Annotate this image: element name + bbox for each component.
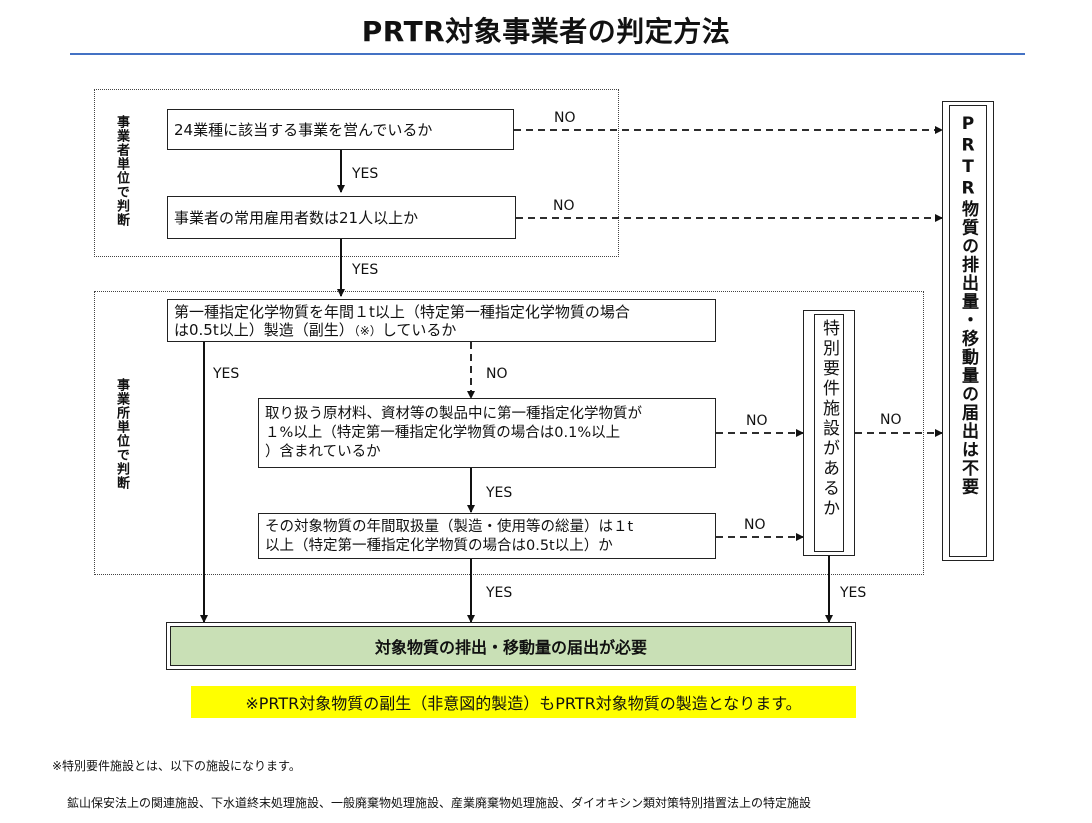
title-underline xyxy=(70,53,1025,55)
business-unit-group xyxy=(94,89,619,257)
page-title: PRTR対象事業者の判定方法 xyxy=(361,15,731,48)
result-not-required-text: PRTR物質の排出量・移動量の届出は不要 xyxy=(958,114,978,496)
q1-text: 24業種に該当する事業を営んでいるか xyxy=(174,120,433,139)
label-no-q4: NO xyxy=(746,413,768,429)
establishment-unit-label: 事業所単位で判断 xyxy=(114,378,129,490)
q2-text: 事業者の常用雇用者数は21人以上か xyxy=(174,208,419,227)
q4-text-line3: ）含まれているか xyxy=(265,444,381,460)
q5-text-line1: その対象物質の年間取扱量（製造・使用等の総量）は１t xyxy=(265,519,634,535)
label-no-q3: NO xyxy=(486,366,508,382)
q1-industry-node: 24業種に該当する事業を営んでいるか xyxy=(167,109,514,150)
special-facility-node: 特別要件施設があるか xyxy=(803,310,855,556)
q5-handling-node: その対象物質の年間取扱量（製造・使用等の総量）は１t 以上（特定第一種指定化学物… xyxy=(258,513,716,559)
label-no-q5: NO xyxy=(744,517,766,533)
label-yes-q4: YES xyxy=(486,485,513,501)
q4-content-node: 取り扱う原材料、資材等の製品中に第一種指定化学物質が １%以上（特定第一種指定化… xyxy=(258,398,716,468)
q3-text-line2b: しているか xyxy=(381,321,457,339)
label-no-q1: NO xyxy=(554,110,576,126)
q5-text-line2: 以上（特定第一種指定化学物質の場合は0.5t以上）か xyxy=(265,538,613,554)
label-yes-special: YES xyxy=(840,585,867,601)
special-facility-text: 特別要件施設があるか xyxy=(819,319,839,519)
establishment-unit-group xyxy=(94,291,924,575)
label-no-q2: NO xyxy=(553,198,575,214)
note-text: ※PRTR対象物質の副生（非意図的製造）もPRTR対象物質の製造となります。 xyxy=(245,694,802,713)
note-banner: ※PRTR対象物質の副生（非意図的製造）もPRTR対象物質の製造となります。 xyxy=(191,686,856,718)
q3-text-line1: 第一種指定化学物質を年間１t以上（特定第一種指定化学物質の場合 xyxy=(174,303,630,321)
q3-text-line2a: は0.5t以上）製造（副生） xyxy=(174,321,354,339)
label-yes-q1: YES xyxy=(352,166,379,182)
business-unit-label: 事業者単位で判断 xyxy=(114,115,129,227)
q2-employees-node: 事業者の常用雇用者数は21人以上か xyxy=(167,196,516,239)
result-not-required: PRTR物質の排出量・移動量の届出は不要 xyxy=(942,101,994,561)
q4-text-line1: 取り扱う原材料、資材等の製品中に第一種指定化学物質が xyxy=(265,406,642,422)
q3-manufacture-node: 第一種指定化学物質を年間１t以上（特定第一種指定化学物質の場合 は0.5t以上）… xyxy=(167,299,716,342)
label-yes-q2: YES xyxy=(352,262,379,278)
q3-note-mark: （※） xyxy=(353,324,382,338)
q4-text-line2: １%以上（特定第一種指定化学物質の場合は0.1%以上 xyxy=(265,425,621,441)
label-yes-q3: YES xyxy=(213,366,240,382)
result-required: 対象物質の排出・移動量の届出が必要 xyxy=(166,622,856,670)
footnote-title: ※特別要件施設とは、以下の施設になります。 xyxy=(52,759,301,773)
q3-text-line2: は0.5t以上）製造（副生）（※）しているか xyxy=(174,321,709,340)
label-yes-q5: YES xyxy=(486,585,513,601)
label-no-special: NO xyxy=(880,412,902,428)
footnote-facilities: 鉱山保安法上の関連施設、下水道終末処理施設、一般廃棄物処理施設、産業廃棄物処理施… xyxy=(67,796,812,810)
result-required-text: 対象物質の排出・移動量の届出が必要 xyxy=(374,638,647,657)
